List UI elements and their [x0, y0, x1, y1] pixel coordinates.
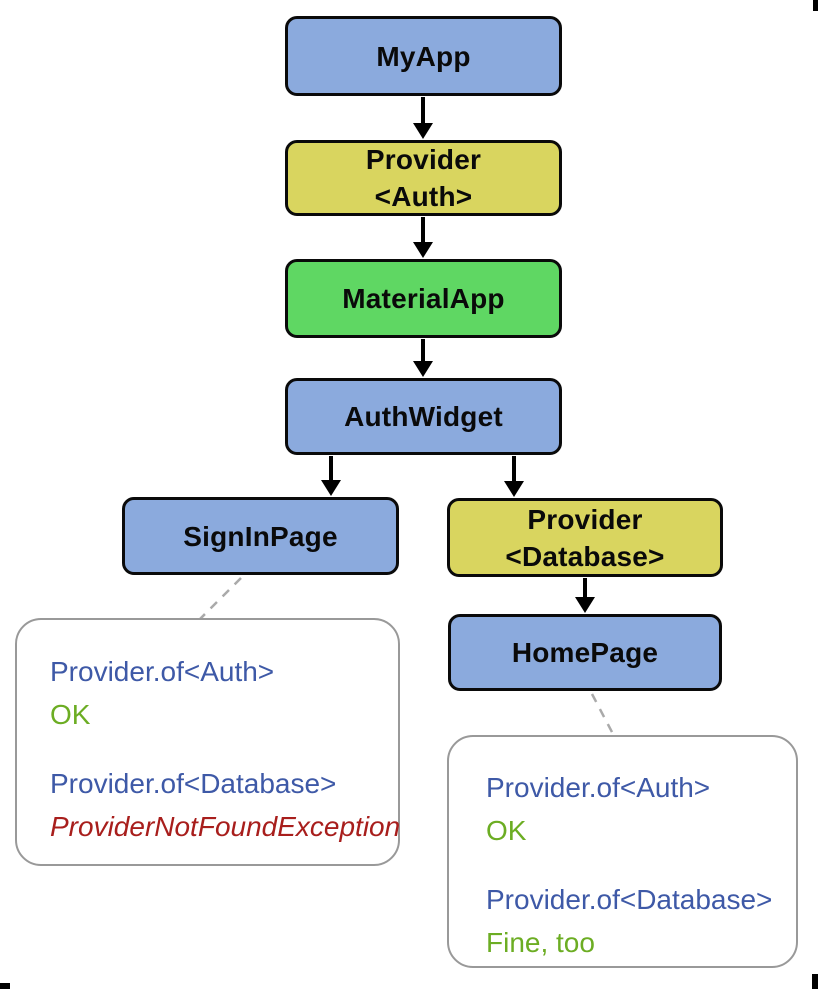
arrow-provider-database-to-homepage — [575, 578, 595, 613]
signinpage-lookup-callout: Provider.of<Auth> OK Provider.of<Databas… — [15, 618, 400, 866]
node-authwidget: AuthWidget — [285, 378, 562, 455]
dashed-connector-signinpage-callout — [198, 577, 242, 621]
node-signinpage: SignInPage — [122, 497, 399, 575]
node-homepage-label: HomePage — [511, 637, 659, 668]
lookup-database-result: Fine, too — [486, 927, 595, 958]
node-provider-database-label: Provider <Database> — [505, 503, 665, 572]
lookup-auth-label: Provider.of<Auth> — [50, 656, 275, 687]
arrow-authwidget-to-signinpage — [321, 456, 341, 496]
node-homepage: HomePage — [448, 614, 722, 691]
arrow-materialapp-to-authwidget — [413, 339, 433, 377]
dashed-connector-homepage-callout — [590, 693, 615, 735]
node-myapp-label: MyApp — [376, 40, 471, 72]
homepage-lookup-callout: Provider.of<Auth> OK Provider.of<Databas… — [447, 735, 798, 968]
node-provider-database: Provider <Database> — [447, 498, 723, 577]
crop-mark-bottom-left — [0, 983, 10, 989]
arrowhead-icon — [413, 361, 433, 377]
node-materialapp-label: MaterialApp — [342, 283, 505, 314]
node-provider-auth-label: Provider <Auth> — [365, 144, 482, 212]
node-authwidget-label: AuthWidget — [344, 401, 503, 432]
lookup-auth-label: Provider.of<Auth> — [486, 772, 711, 803]
arrowhead-icon — [321, 480, 341, 496]
lookup-database-label: Provider.of<Database> — [486, 884, 773, 915]
lookup-auth-result: OK — [50, 699, 91, 730]
crop-mark-bottom-right — [812, 974, 818, 989]
arrow-provider-auth-to-materialapp — [413, 217, 433, 258]
arrowhead-icon — [575, 597, 595, 613]
lookup-database-label: Provider.of<Database> — [50, 768, 337, 799]
node-myapp: MyApp — [285, 16, 562, 96]
arrowhead-icon — [413, 123, 433, 139]
lookup-auth-result: OK — [486, 815, 527, 846]
arrow-authwidget-to-provider-database — [504, 456, 524, 497]
crop-mark-top-right — [813, 0, 818, 11]
node-signinpage-label: SignInPage — [183, 520, 338, 552]
node-provider-auth: Provider <Auth> — [285, 140, 562, 216]
lookup-database-result: ProviderNotFoundException — [50, 811, 401, 842]
arrowhead-icon — [413, 242, 433, 258]
arrowhead-icon — [504, 481, 524, 497]
arrow-myapp-to-provider-auth — [413, 97, 433, 139]
node-materialapp: MaterialApp — [285, 259, 562, 338]
